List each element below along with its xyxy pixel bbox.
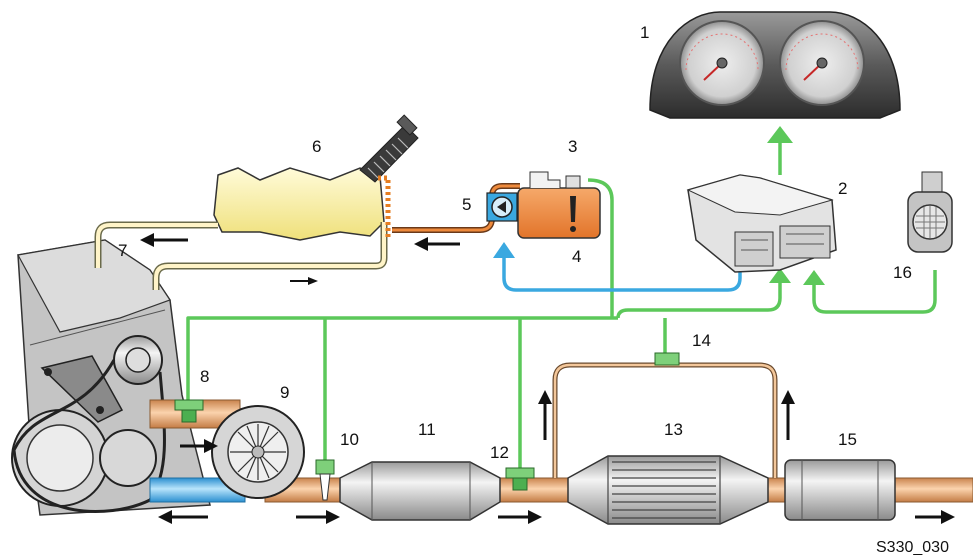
- label-16: 16: [893, 263, 912, 282]
- label-10: 10: [340, 430, 359, 449]
- arrow-right-exhaust-1: [296, 510, 340, 524]
- signal-lines: [186, 140, 937, 470]
- label-6: 6: [312, 137, 321, 156]
- additive-pump: [486, 192, 518, 222]
- label-9: 9: [280, 383, 289, 402]
- arrow-right-exhaust-2: [498, 510, 542, 524]
- label-3: 3: [568, 137, 577, 156]
- arrow-right-exhaust-out: [915, 510, 955, 524]
- air-mass-meter: [907, 171, 953, 253]
- arrow-up-pressure-2: [781, 390, 795, 440]
- signal-arrowheads: [767, 126, 825, 285]
- label-14: 14: [692, 331, 711, 350]
- arrow-right-fuel-supply: [290, 277, 318, 285]
- intake-sensor: [174, 399, 204, 423]
- label-13: 13: [664, 420, 683, 439]
- figure-code: S330_030: [876, 539, 949, 556]
- arrow-right-intake: [180, 439, 218, 453]
- engine: [11, 239, 211, 516]
- label-15: 15: [838, 430, 857, 449]
- engine-control-unit: [686, 174, 837, 273]
- control-line: [493, 242, 742, 292]
- label-8: 8: [200, 367, 209, 386]
- exhaust-temperature-sensor-before-filter: [505, 467, 535, 491]
- silencer: [784, 459, 896, 521]
- oxidation-catalytic-converter: [339, 461, 501, 521]
- arrow-left-additive: [414, 237, 460, 251]
- arrow-up-pressure-1: [538, 390, 552, 440]
- label-7: 7: [118, 241, 127, 260]
- instrument-cluster: [649, 11, 901, 119]
- filler-neck: [359, 114, 419, 183]
- label-2: 2: [838, 179, 847, 198]
- label-1: 1: [640, 23, 649, 42]
- differential-pressure-sender: [654, 352, 680, 366]
- label-5: 5: [462, 195, 471, 214]
- fuel-tank: [213, 114, 419, 241]
- turbocharger: [211, 405, 305, 499]
- arrow-left-charge-air: [158, 510, 208, 524]
- particulate-filter: [567, 455, 769, 525]
- arrow-left-fuel-return: [140, 233, 188, 247]
- exhaust-temperature-sensor-before-catalyst: [315, 459, 335, 501]
- additive-tank: [517, 171, 601, 239]
- label-12: 12: [490, 443, 509, 462]
- flow-arrows: [140, 233, 955, 524]
- label-11: 11: [418, 420, 436, 439]
- number-labels: 1 2 3 4 5 6 7 8 9 10 11 12 13 14 15 16: [118, 23, 912, 462]
- fuel-lines: [94, 175, 391, 290]
- label-4: 4: [572, 247, 581, 266]
